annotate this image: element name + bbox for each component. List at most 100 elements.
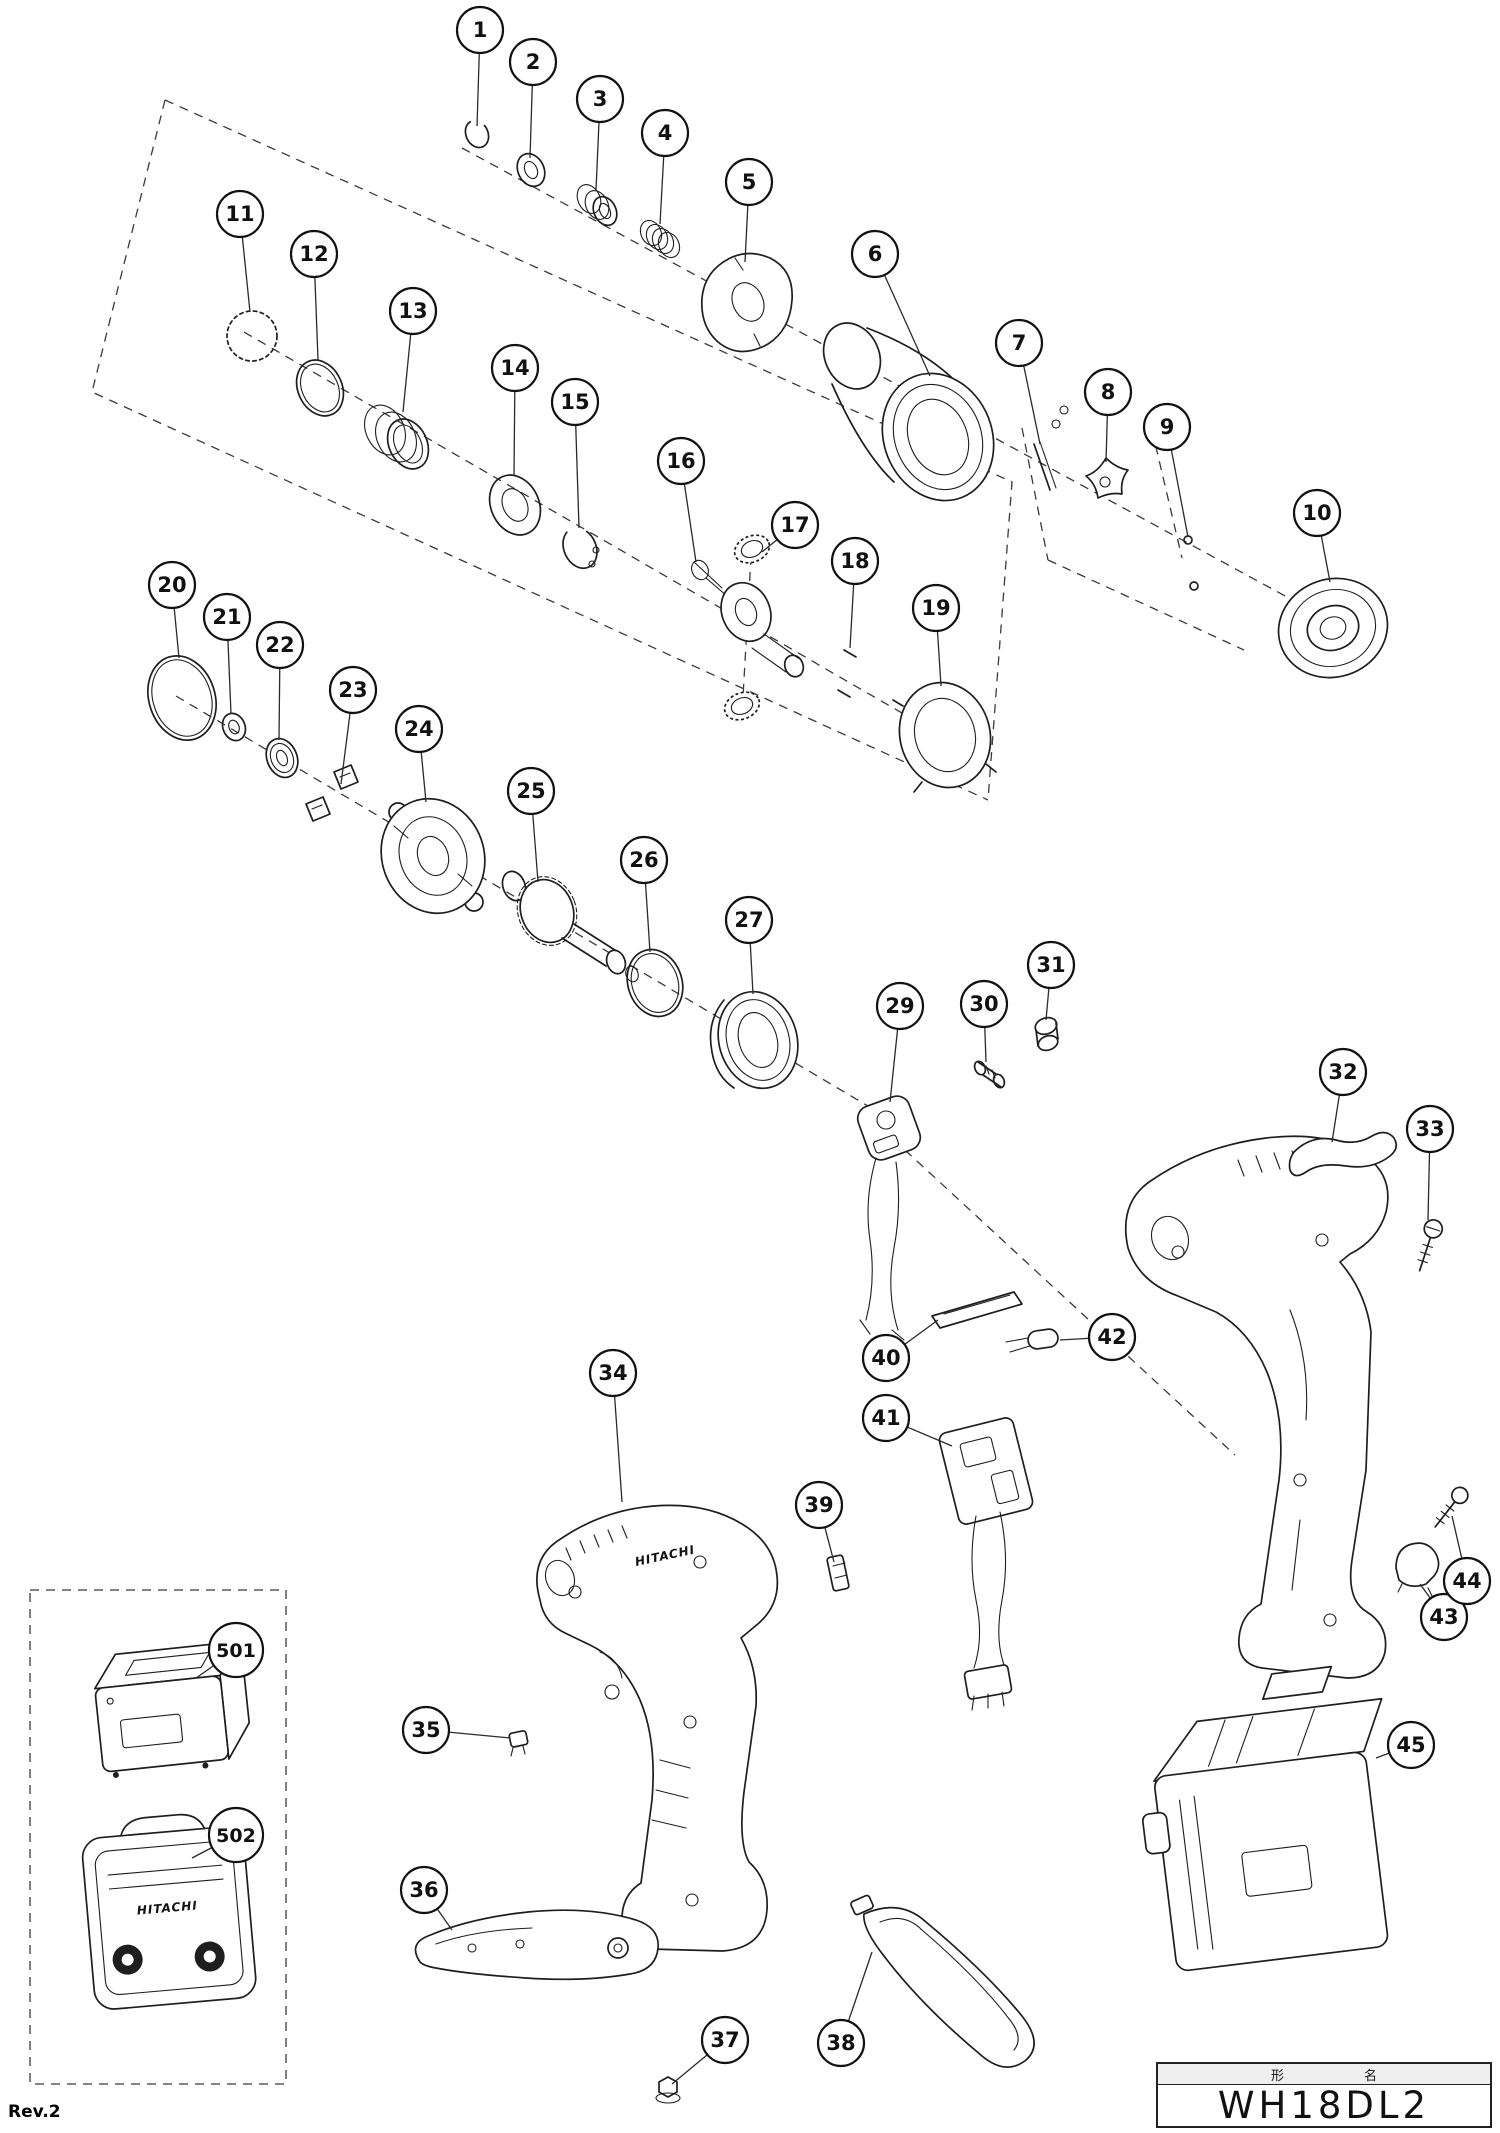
part-27 xyxy=(709,990,799,1090)
callout-balloon xyxy=(700,2015,750,2065)
callout-number: 6 xyxy=(868,242,883,266)
callout-27: 27 xyxy=(724,895,774,995)
callout-number: 3 xyxy=(593,87,608,111)
callout-balloon xyxy=(861,1393,911,1443)
callout-balloon xyxy=(207,1621,265,1679)
part-12 xyxy=(295,359,345,417)
callout-balloon xyxy=(588,1348,638,1398)
callout-19: 19 xyxy=(911,583,961,687)
callout-21: 21 xyxy=(202,592,252,715)
callout-number: 12 xyxy=(299,242,328,266)
callout-number: 15 xyxy=(560,390,589,414)
part-22 xyxy=(265,737,299,779)
part-40 xyxy=(931,1291,1023,1329)
callout-number: 7 xyxy=(1012,331,1027,355)
callout-balloon xyxy=(399,1865,449,1915)
callout-balloon xyxy=(1419,1592,1469,1642)
part-25 xyxy=(501,870,639,983)
callout-balloon xyxy=(830,536,880,586)
callout-balloon xyxy=(289,229,339,279)
title-block-header: 形 名 xyxy=(1158,2064,1490,2085)
part-6 xyxy=(822,322,995,502)
callout-number: 1 xyxy=(473,18,488,42)
callout-balloon xyxy=(1142,402,1192,452)
callout-number: 20 xyxy=(157,573,186,597)
callout-number: 42 xyxy=(1097,1325,1126,1349)
part-29 xyxy=(856,1095,922,1341)
callout-number: 34 xyxy=(598,1361,627,1385)
callout-34: 34 xyxy=(588,1348,638,1503)
part-5 xyxy=(700,252,793,353)
callout-number: 8 xyxy=(1101,380,1116,404)
part-8 xyxy=(1085,457,1129,499)
part-30 xyxy=(973,1060,1006,1089)
callout-7: 7 xyxy=(994,318,1044,445)
callout-balloon xyxy=(770,500,820,550)
revision-label: Rev.2 xyxy=(8,2102,61,2122)
callout-number: 43 xyxy=(1429,1605,1458,1629)
callout-15: 15 xyxy=(550,377,600,529)
part-4 xyxy=(639,219,681,259)
callout-balloon xyxy=(794,1480,844,1530)
callout-balloon xyxy=(1026,940,1076,990)
callout-number: 32 xyxy=(1328,1060,1357,1084)
title-block-field-label-right: 名 xyxy=(1364,2068,1378,2084)
title-block-field-label-left: 形 xyxy=(1270,2068,1284,2084)
part-3 xyxy=(576,184,618,227)
callout-balloon xyxy=(1386,1720,1436,1770)
callout-balloon xyxy=(202,592,252,642)
callout-501: 501 xyxy=(195,1621,265,1679)
part-15 xyxy=(562,526,600,570)
part-45-battery xyxy=(1141,1665,1389,1972)
callout-number: 10 xyxy=(1302,501,1331,525)
callout-balloon xyxy=(455,5,505,55)
callout-balloon xyxy=(215,189,265,239)
callout-number: 35 xyxy=(411,1718,440,1742)
callout-3: 3 xyxy=(575,74,625,191)
callout-balloon xyxy=(147,560,197,610)
callout-14: 14 xyxy=(490,343,540,477)
part-14 xyxy=(488,474,542,536)
callout-36: 36 xyxy=(399,1865,453,1931)
callout-42: 42 xyxy=(1059,1312,1137,1362)
callout-502: 502 xyxy=(191,1806,265,1864)
part-23 xyxy=(305,764,359,822)
callout-balloon xyxy=(724,157,774,207)
part-18 xyxy=(837,649,857,698)
part-20 xyxy=(147,655,217,741)
callout-number: 9 xyxy=(1160,415,1175,439)
callout-balloon xyxy=(911,583,961,633)
accessory-box-outline xyxy=(29,1589,287,2085)
part-36-hook xyxy=(414,1909,659,1981)
callout-balloon xyxy=(490,343,540,393)
callout-4: 4 xyxy=(640,108,690,225)
callout-6: 6 xyxy=(850,229,931,377)
callout-balloon xyxy=(959,979,1009,1029)
callout-number: 36 xyxy=(409,1878,438,1902)
part-37 xyxy=(655,2076,681,2104)
callout-38: 38 xyxy=(816,1951,873,2068)
callout-number: 19 xyxy=(921,596,950,620)
callout-17: 17 xyxy=(761,500,820,553)
callout-balloon xyxy=(875,981,925,1031)
callout-number: 26 xyxy=(629,848,658,872)
part-16 xyxy=(691,559,805,678)
part-31 xyxy=(1034,1016,1059,1052)
callout-number: 13 xyxy=(398,299,427,323)
part-43 xyxy=(1395,1542,1440,1597)
callout-balloon xyxy=(550,377,600,427)
callout-33: 33 xyxy=(1405,1104,1455,1221)
callout-balloon xyxy=(508,37,558,87)
callout-number: 16 xyxy=(666,449,695,473)
part-19 xyxy=(892,681,997,793)
title-block: 形 名 WH18DL2 xyxy=(1156,2062,1492,2128)
part-41 xyxy=(938,1417,1034,1711)
callout-balloon xyxy=(816,2018,866,2068)
part-35 xyxy=(508,1729,529,1757)
part-38-strap xyxy=(850,1894,1035,2068)
callout-32: 32 xyxy=(1318,1047,1368,1143)
callout-number: 41 xyxy=(871,1406,900,1430)
callout-balloon xyxy=(255,620,305,670)
callout-balloon xyxy=(575,74,625,124)
callout-balloon xyxy=(401,1705,451,1755)
